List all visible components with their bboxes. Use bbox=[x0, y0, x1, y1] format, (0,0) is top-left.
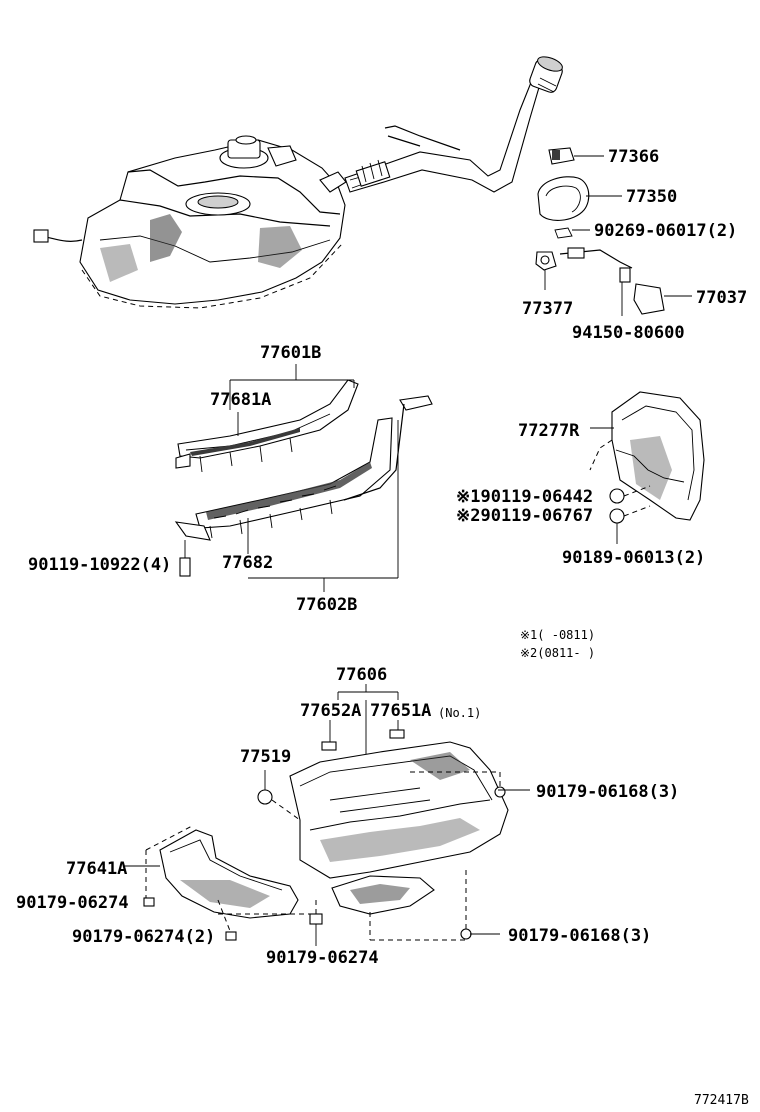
side-protector-drawing bbox=[589, 391, 705, 544]
front-cover-drawing bbox=[143, 825, 317, 946]
label-90119-06442: ※190119-06442 bbox=[456, 487, 593, 507]
leader-lines bbox=[124, 770, 530, 935]
label-77682: 77682 bbox=[222, 553, 273, 573]
label-90179-06274-pair: 90179-06274(2) bbox=[72, 927, 215, 947]
label-77277R: 77277R bbox=[518, 421, 580, 441]
label-90179-06168-upper: 90179-06168(3) bbox=[536, 782, 679, 802]
label-94150-80600: 94150-80600 bbox=[572, 323, 685, 343]
label-90179-06274-left: 90179-06274 bbox=[16, 893, 129, 913]
label-77519: 77519 bbox=[240, 747, 291, 767]
label-90179-06274-bottom: 90179-06274 bbox=[266, 948, 379, 968]
under-cover-drawing bbox=[257, 684, 509, 941]
label-77651A-note: (No.1) bbox=[438, 706, 481, 720]
label-77350: 77350 bbox=[626, 187, 677, 207]
label-77606: 77606 bbox=[336, 665, 387, 685]
tank-band-drawing bbox=[174, 364, 433, 592]
label-77037: 77037 bbox=[696, 288, 747, 308]
diagram-id: 772417B bbox=[694, 1093, 749, 1108]
fuel-door-parts bbox=[535, 147, 692, 316]
label-77641A: 77641A bbox=[66, 859, 127, 879]
label-90179-06168-lower: 90179-06168(3) bbox=[508, 926, 651, 946]
note-1: ※1( -0811) bbox=[520, 628, 595, 642]
note-2: ※2(0811- ) bbox=[520, 646, 595, 660]
part-labels: 77366 77350 90269-06017(2) 77377 77037 9… bbox=[16, 147, 749, 1108]
label-77602B: 77602B bbox=[296, 595, 357, 615]
label-77366: 77366 bbox=[608, 147, 659, 167]
label-77651A: 77651A bbox=[370, 701, 431, 721]
label-90119-06767: ※290119-06767 bbox=[456, 506, 593, 526]
label-77681A: 77681A bbox=[210, 390, 271, 410]
label-90119-10922: 90119-10922(4) bbox=[28, 555, 171, 575]
label-77377: 77377 bbox=[522, 299, 573, 319]
label-77652A: 77652A bbox=[300, 701, 361, 721]
label-77601B: 77601B bbox=[260, 343, 321, 363]
label-90269-06017: 90269-06017(2) bbox=[594, 221, 737, 241]
label-90189-06013: 90189-06013(2) bbox=[562, 548, 705, 568]
fuel-tank-drawing bbox=[33, 56, 563, 309]
